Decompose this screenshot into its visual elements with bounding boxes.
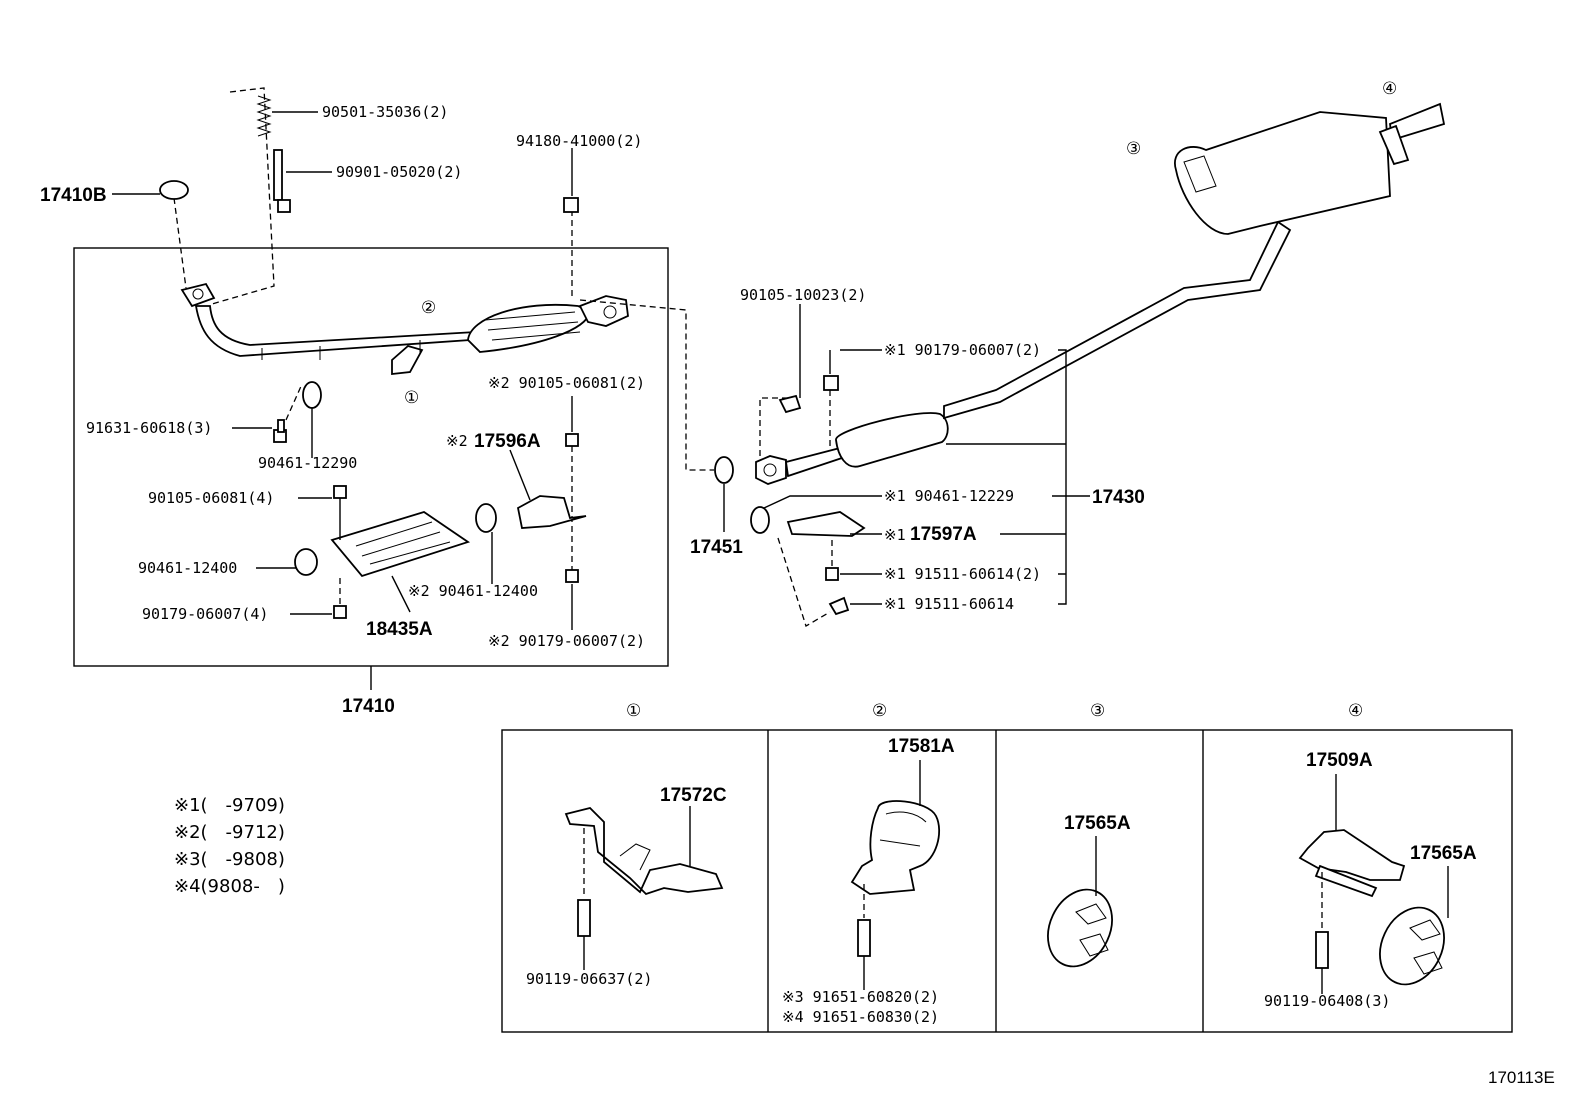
legend-3: ※3( -9808)	[174, 849, 285, 870]
callout-17596A: 17596A	[474, 431, 541, 452]
bolt-90105-06081-4	[333, 485, 347, 499]
callout-90105-10023: 90105-10023(2)	[740, 286, 866, 304]
callout-17572C: 17572C	[660, 785, 727, 806]
callout-17430: 17430	[1092, 487, 1145, 508]
bracket-17572C-rubber	[619, 843, 651, 871]
bolt-91631	[273, 419, 287, 443]
circled-3-main: ③	[1126, 139, 1141, 159]
rubber-mount-17565A-b	[1379, 906, 1445, 986]
leader-17596A	[509, 449, 531, 501]
detail-header-1: ①	[626, 701, 641, 721]
detail-header-3: ③	[1090, 701, 1105, 721]
callout-90179-06007-4: 90179-06007(4)	[142, 605, 268, 623]
dashed-connector-stud-spring	[211, 87, 275, 305]
nut-94180	[563, 197, 579, 213]
center-and-tail-exhaust-pipe	[755, 102, 1446, 485]
compression-spring	[256, 95, 272, 137]
callout-90105-06081-4: 90105-06081(4)	[148, 489, 274, 507]
hanger-17581A-detail	[879, 811, 927, 847]
bolt-91511-60614	[828, 596, 850, 616]
callout-17597A: 17597A	[910, 524, 977, 545]
callout-90179-06007-2b: ※2 90179-06007(2)	[488, 632, 645, 650]
callout-18435A: 18435A	[366, 619, 433, 640]
callout-17565A-a: 17565A	[1064, 813, 1131, 834]
drawing-number: 170113E	[1488, 1068, 1555, 1087]
dashed-bolt-91631	[285, 383, 303, 421]
callout-90119-06637: 90119-06637(2)	[526, 970, 652, 988]
circled-4-main: ④	[1382, 79, 1397, 99]
hanger-17581A	[850, 800, 940, 895]
leader-18435A	[391, 575, 411, 613]
callout-17565A-b: 17565A	[1410, 843, 1477, 864]
callout-91651-60820: ※3 91651-60820(2)	[782, 988, 939, 1006]
callout-90461-12400-b: ※2 90461-12400	[408, 582, 538, 600]
legend-2: ※2( -9712)	[174, 822, 285, 843]
callout-90461-12290: 90461-12290	[258, 454, 357, 472]
gasket-90461-12290	[302, 381, 322, 409]
detail-panel-frame	[501, 729, 1513, 1033]
bracket-17572C	[564, 807, 724, 896]
callout-91631-60618: 91631-60618(3)	[86, 419, 212, 437]
heat-insulator-17597A	[786, 511, 866, 537]
callout-90119-06408: 90119-06408(3)	[1264, 992, 1390, 1010]
gasket-90461-12400-b	[475, 503, 497, 533]
bolt-90119-06408	[1315, 931, 1329, 969]
bolt-91511-60614-2	[825, 567, 839, 581]
nut-90179-06007-center	[823, 375, 839, 391]
callout-17597A-mark: ※1	[884, 526, 906, 544]
detail-header-2: ②	[872, 701, 887, 721]
callout-90501-35036: 90501-35036(2)	[322, 103, 448, 121]
gasket-17451	[714, 456, 734, 484]
bracket-17430	[946, 349, 1067, 605]
callout-17581A: 17581A	[888, 736, 955, 757]
nut-90179-06007-4	[333, 605, 347, 619]
callout-17410: 17410	[342, 696, 395, 717]
leader-90461-12229	[763, 495, 882, 509]
callout-91651-60830: ※4 91651-60830(2)	[782, 1008, 939, 1026]
dashed-connector-gasket-17451	[579, 299, 714, 471]
detail-header-4: ④	[1348, 701, 1363, 721]
bolt-91651	[857, 919, 871, 957]
dashed-connector-gasket-flange	[173, 197, 187, 289]
callout-17410B: 17410B	[40, 185, 107, 206]
dashed-bolt-91511-b	[777, 537, 831, 627]
heat-insulator-17596A	[516, 495, 587, 529]
legend-1: ※1( -9709)	[174, 795, 285, 816]
circled-1-main: ①	[404, 388, 419, 408]
stud-bolt	[273, 149, 291, 213]
callout-90179-06007-2a: ※1 90179-06007(2)	[884, 341, 1041, 359]
bracket-17509A-rod	[1314, 864, 1378, 898]
circled-2-main: ②	[421, 298, 436, 318]
callout-17509A: 17509A	[1306, 750, 1373, 771]
nut-90179-06007-lower	[565, 569, 579, 583]
bolt-90105-06081-upper	[565, 433, 579, 447]
callout-91511-60614-2: ※1 91511-60614(2)	[884, 565, 1041, 583]
callout-17451: 17451	[690, 537, 743, 558]
legend-4: ※4(9808- )	[174, 876, 285, 897]
callout-90901-05020: 90901-05020(2)	[336, 163, 462, 181]
callout-90461-12400-a: 90461-12400	[138, 559, 237, 577]
bracket-17509A	[1298, 829, 1406, 881]
callout-90461-12229: ※1 90461-12229	[884, 487, 1014, 505]
callout-17596A-mark: ※2	[446, 432, 468, 450]
bolt-90119-06637	[577, 899, 591, 937]
gasket-17410B	[159, 180, 189, 200]
gasket-90461-12400-a	[294, 548, 318, 576]
bolt-90105-10023	[778, 394, 802, 414]
callout-90105-06081-2: ※2 90105-06081(2)	[488, 374, 645, 392]
callout-94180-41000: 94180-41000(2)	[516, 132, 642, 150]
front-exhaust-pipe	[180, 282, 629, 376]
gasket-90461-12229	[750, 506, 770, 534]
rubber-mount-17565A-a	[1047, 888, 1113, 968]
callout-91511-60614: ※1 91511-60614	[884, 595, 1014, 613]
